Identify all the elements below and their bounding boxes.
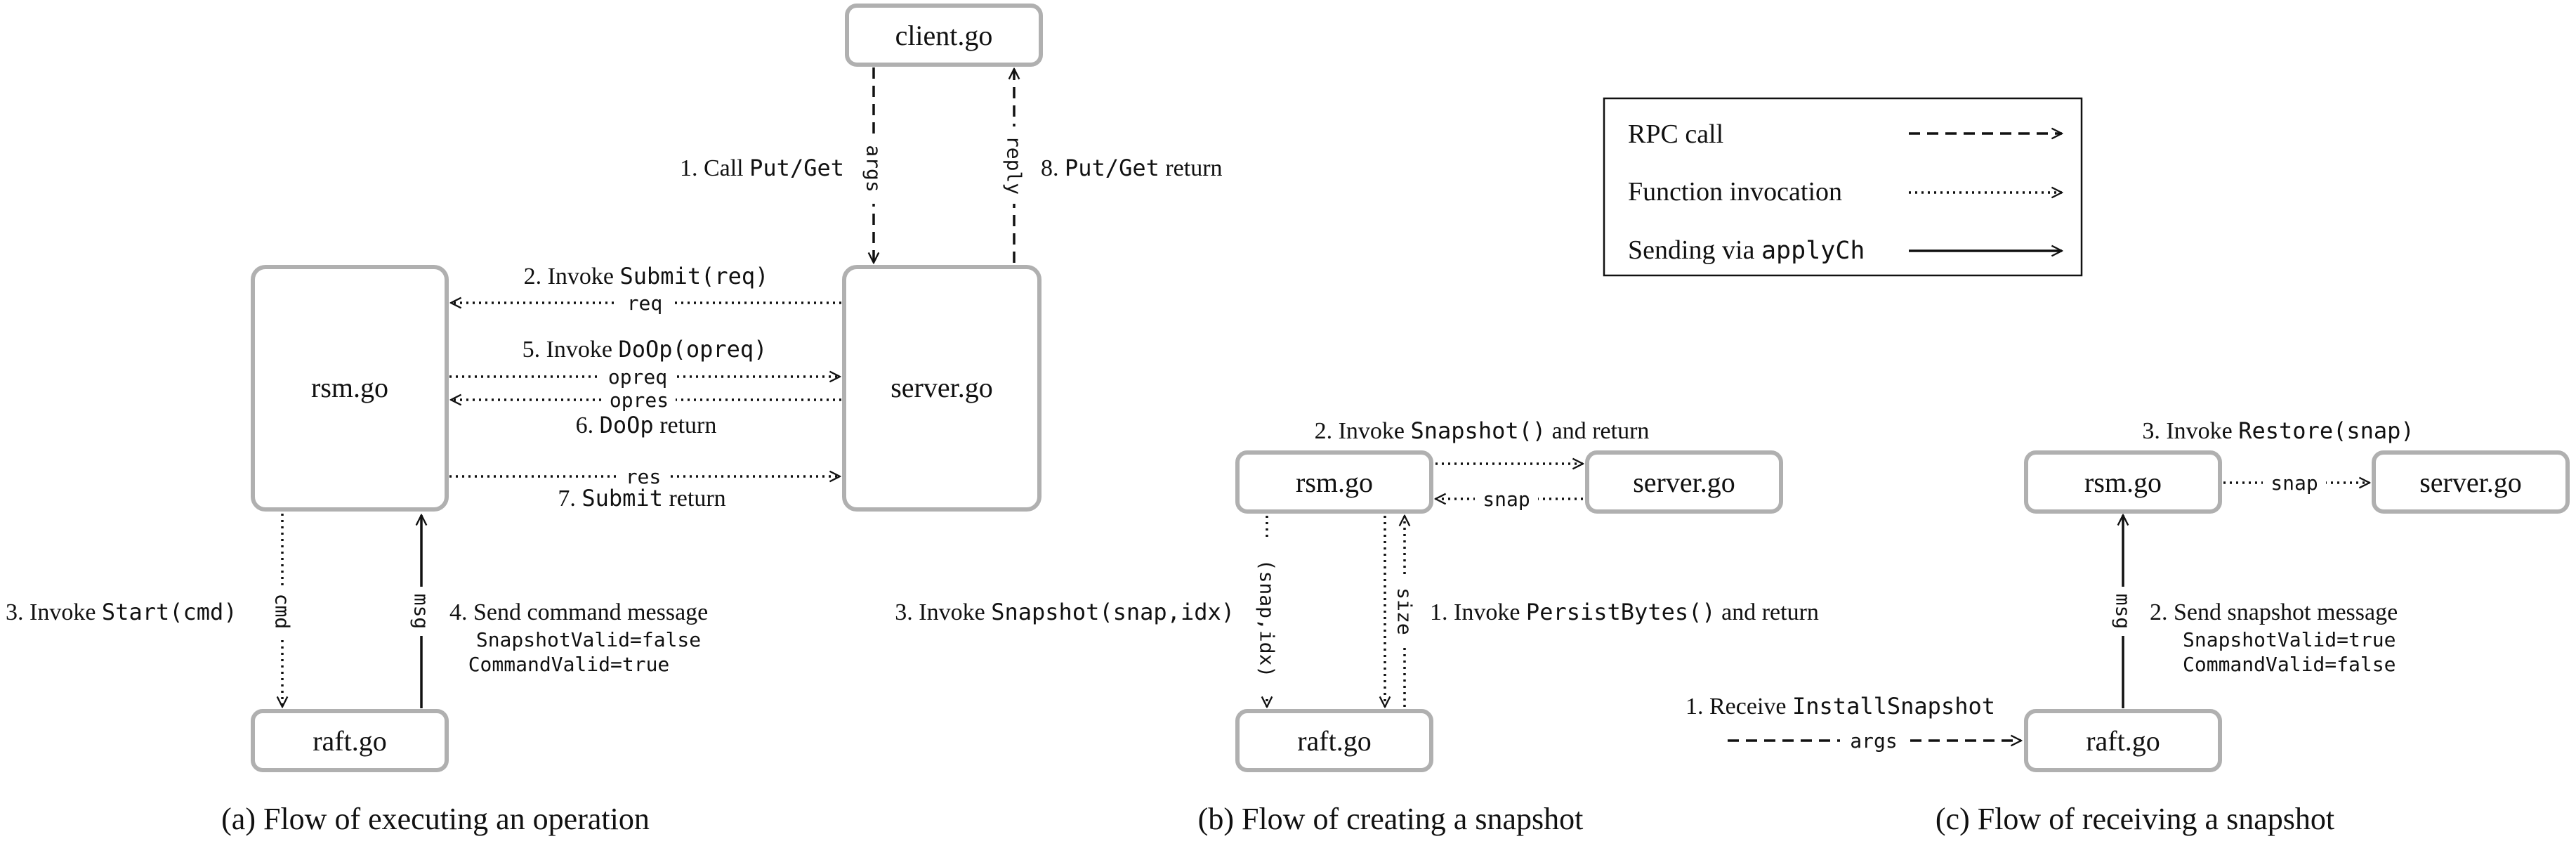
legend-channel-label: Sending via applyCh	[1628, 235, 1865, 265]
a-server-box: server.go	[842, 265, 1041, 512]
a-step6-label: 6. DoOp return	[576, 412, 717, 438]
a-raft-box: raft.go	[251, 709, 449, 772]
caption-c: (c) Flow of receiving a snapshot	[1936, 802, 2334, 836]
caption-a: (a) Flow of executing an operation	[221, 802, 650, 836]
c-server-box: server.go	[2372, 450, 2570, 514]
a-opres-edge-label: opres	[610, 389, 669, 412]
c-step1-label: 1. Receive InstallSnapshot	[1685, 693, 1995, 720]
panel-a: client.go rsm.go server.go raft.go args …	[6, 4, 1223, 836]
b-server-box: server.go	[1585, 450, 1783, 514]
legend-function-label: Function invocation	[1628, 177, 1842, 207]
c-raft-box: raft.go	[2024, 709, 2222, 772]
b-snapidx-edge-label: (snap,idx)	[1256, 559, 1279, 678]
b-step2-label: 2. Invoke Snapshot() and return	[1315, 417, 1650, 444]
b-rsm-label: rsm.go	[1296, 467, 1373, 498]
a-args-edge-label: args	[862, 145, 886, 192]
c-raft-label: raft.go	[2086, 725, 2160, 757]
a-step5-label: 5. Invoke DoOp(opreq)	[523, 336, 768, 363]
c-snap-edge-label: snap	[2271, 471, 2318, 495]
a-req-edge-label: req	[627, 292, 663, 315]
c-step2-snapshot-valid: SnapshotValid=true	[2183, 628, 2396, 651]
a-res-edge-label: res	[626, 465, 662, 488]
a-step8-label: 8. Put/Get return	[1041, 155, 1223, 181]
b-rsm-box: rsm.go	[1235, 450, 1433, 514]
c-rsm-label: rsm.go	[2084, 467, 2162, 498]
legend: RPC call Function invocation Sending via…	[1603, 97, 2083, 277]
a-step4-command-valid: CommandValid=true	[468, 653, 670, 676]
a-step2-label: 2. Invoke Submit(req)	[524, 263, 769, 289]
caption-b: (b) Flow of creating a snapshot	[1198, 802, 1584, 836]
legend-rpc-label: RPC call	[1628, 119, 1723, 149]
panel-b: rsm.go server.go raft.go 2. Invoke Snaps…	[895, 417, 1819, 836]
c-msg-edge-label: msg	[2112, 594, 2135, 630]
c-step3-label: 3. Invoke Restore(snap)	[2142, 417, 2414, 444]
a-cmd-edge-label: cmd	[271, 594, 294, 630]
c-server-label: server.go	[2419, 467, 2522, 498]
b-size-edge-label: size	[1393, 587, 1417, 634]
a-step3-label: 3. Invoke Start(cmd)	[6, 599, 237, 625]
a-step1-label: 1. Call Put/Get	[680, 155, 844, 181]
b-step3-label: 3. Invoke Snapshot(snap,idx)	[895, 599, 1235, 625]
b-snap-edge-label: snap	[1483, 488, 1530, 511]
a-msg-edge-label: msg	[410, 594, 433, 630]
b-server-label: server.go	[1633, 467, 1735, 498]
a-step4-snapshot-valid: SnapshotValid=false	[476, 628, 701, 651]
a-opreq-edge-label: opreq	[608, 365, 667, 389]
a-rsm-label: rsm.go	[311, 372, 388, 403]
b-raft-label: raft.go	[1297, 725, 1372, 757]
c-rsm-box: rsm.go	[2024, 450, 2222, 514]
a-step7-label: 7. Submit return	[558, 485, 725, 512]
a-server-label: server.go	[891, 372, 993, 403]
a-raft-label: raft.go	[313, 725, 387, 757]
a-client-box: client.go	[845, 4, 1043, 67]
a-rsm-box: rsm.go	[251, 265, 449, 512]
a-step4-label: 4. Send command message	[449, 599, 708, 625]
c-step2-command-valid: CommandValid=false	[2183, 653, 2396, 676]
c-step2-label: 2. Send snapshot message	[2150, 599, 2398, 625]
c-args-edge-label: args	[1850, 729, 1897, 753]
b-step1-label: 1. Invoke PersistBytes() and return	[1430, 599, 1819, 625]
a-reply-edge-label: reply	[1003, 136, 1026, 195]
a-client-label: client.go	[895, 20, 993, 51]
panel-c: rsm.go server.go raft.go 3. Invoke Resto…	[1685, 417, 2570, 836]
b-raft-box: raft.go	[1235, 709, 1433, 772]
